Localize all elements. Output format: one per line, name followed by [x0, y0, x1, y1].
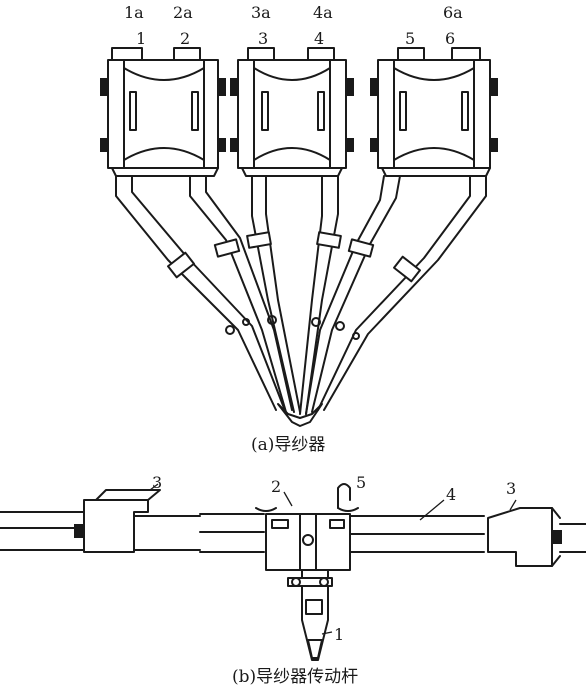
- label-unit-5: 5: [405, 29, 415, 48]
- label-unit-6: 6: [445, 29, 455, 48]
- label-hook: 5: [356, 473, 366, 492]
- label-4a: 4a: [313, 3, 333, 22]
- transmission-rod-group: [0, 483, 586, 661]
- label-rod: 4: [446, 485, 456, 504]
- label-unit-2: 2: [180, 29, 190, 48]
- caption-b: (b)导纱器传动杆: [232, 667, 358, 687]
- label-1a: 1a: [124, 3, 144, 22]
- label-guide-top: 2: [271, 477, 281, 496]
- guide-arms-group: [115, 175, 487, 427]
- label-3a: 3a: [251, 3, 271, 22]
- label-unit-1: 1: [136, 29, 146, 48]
- label-unit-4: 4: [314, 29, 324, 48]
- label-6a: 6a: [443, 3, 463, 22]
- caption-a: (a)导纱器: [251, 435, 325, 455]
- carrier-head-right: [370, 47, 498, 177]
- top-labels-group: 1a 2a 3a 4a 6a: [124, 3, 463, 22]
- carrier-head-left: [100, 47, 226, 177]
- label-clamp-left: 3: [152, 473, 162, 492]
- label-clamp-right: 3: [506, 479, 516, 498]
- figure-b-labels: 3 2 5 4 3 1: [152, 473, 516, 644]
- label-nozzle: 1: [334, 625, 344, 644]
- label-2a: 2a: [173, 3, 193, 22]
- carrier-head-middle: [230, 47, 354, 177]
- label-unit-3: 3: [258, 29, 268, 48]
- unit-labels-group: 1 2 3 4 5 6: [136, 29, 455, 48]
